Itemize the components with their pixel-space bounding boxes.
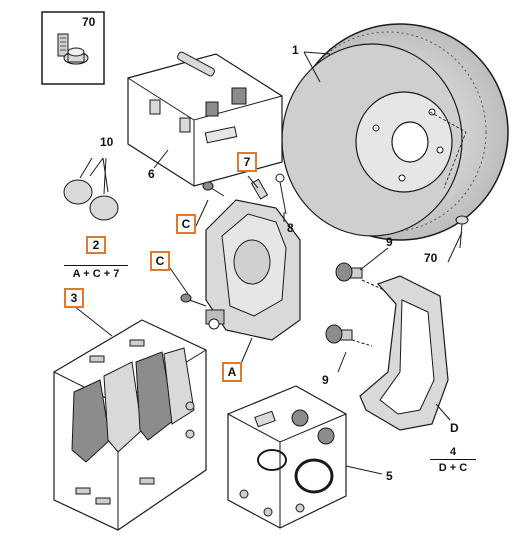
bolt-70-right-icon [455,215,469,249]
formula-4-text: D + C [438,462,468,474]
bolt-70-top-icon [57,33,89,65]
callout-3: 3 [64,288,84,308]
pad-shims-10 [63,157,119,221]
caliper-bracket [325,262,449,431]
seal-kit-box-5 [227,385,347,529]
callout-c-upper: C [176,214,196,234]
bolt-kit-box-6 [127,51,283,187]
leader-lines [73,51,463,475]
formula-4: 4 D + C [430,446,476,474]
callout-5: 5 [386,469,393,483]
callout-2: 2 [86,236,106,254]
callout-a: A [222,362,242,382]
callout-9-lower: 9 [322,373,329,387]
callout-70-top: 70 [82,15,96,29]
callout-c-lower: C [150,251,170,271]
callout-70-right: 70 [424,251,438,265]
callout-1: 1 [292,43,299,57]
callout-8: 8 [287,221,294,235]
formula-2: A + C + 7 [64,252,128,280]
brake-disc [281,23,509,241]
brake-pads-box-3 [53,319,207,531]
formula-4-number: 4 [430,446,476,460]
brake-caliper [180,181,301,341]
callout-6: 6 [148,167,155,181]
callout-10: 10 [100,135,114,149]
callout-9-upper: 9 [386,235,393,249]
bolt-70-box [41,11,105,85]
callout-d: D [450,421,459,435]
formula-2-line [64,252,128,266]
bleed-screw [250,173,287,215]
callout-7: 7 [237,152,257,172]
formula-2-text: A + C + 7 [72,268,120,280]
